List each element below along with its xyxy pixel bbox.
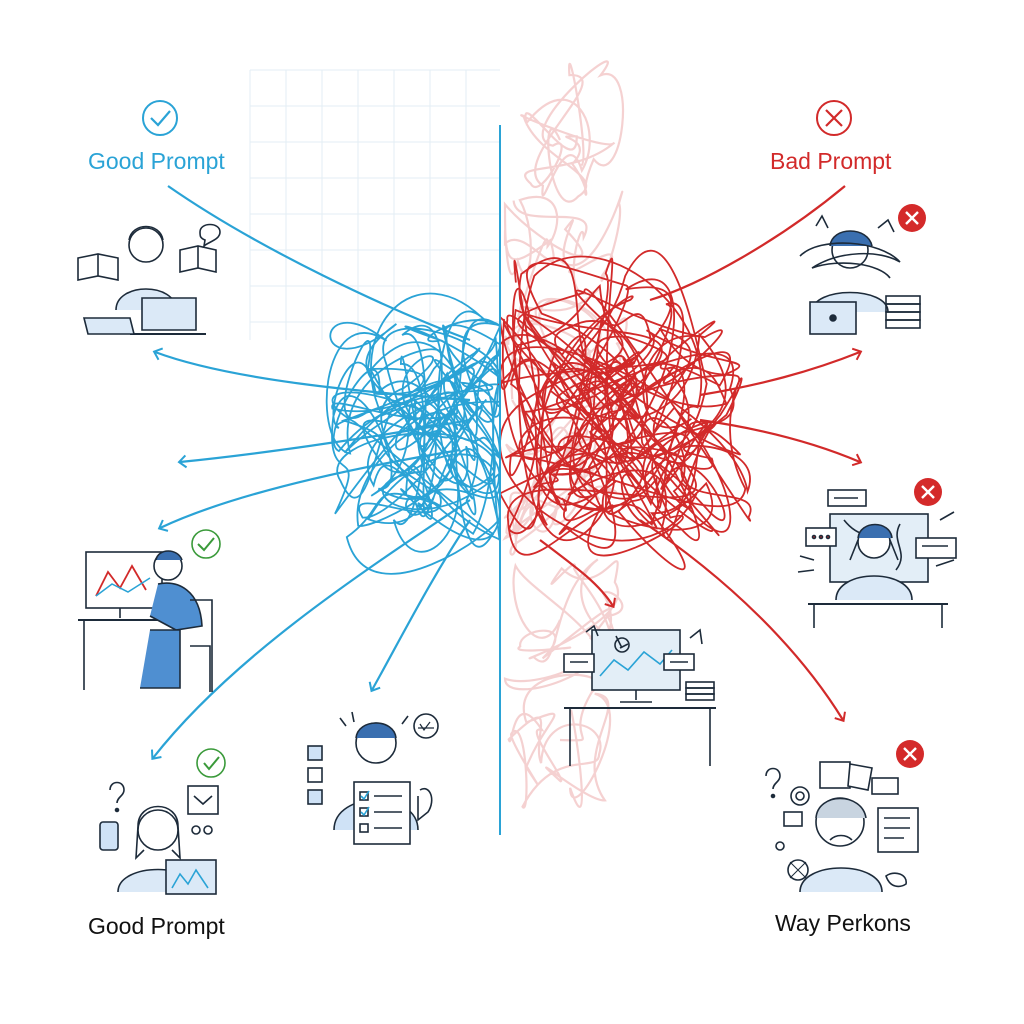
bad-prompt-caption: Way Perkons [775, 910, 911, 936]
background-grid [249, 69, 500, 340]
arrow-bad-3 [539, 539, 616, 609]
bad-prompt-tangle [497, 250, 752, 571]
arrow-bad-4 [639, 519, 846, 723]
arrow-bad-top [649, 185, 846, 302]
figure-stressed-person [799, 204, 926, 335]
arrow-good-4 [150, 499, 471, 760]
arrow-good-2 [177, 418, 471, 469]
figure-person-at-computer [78, 529, 221, 692]
figure-confused-person [765, 740, 924, 893]
good-prompt-caption: Good Prompt [88, 913, 225, 939]
figure-person-with-checklist [307, 711, 439, 845]
bad-arrows [539, 185, 863, 723]
good-prompt-title: Good Prompt [88, 148, 225, 174]
arrow-good-top [167, 185, 471, 342]
check-circle-icon [142, 100, 178, 136]
arrow-bad-2 [699, 418, 863, 467]
figure-cluttered-desk [563, 624, 716, 766]
good-arrows [150, 185, 471, 760]
figure-person-with-phone [99, 748, 226, 895]
arrow-good-3 [157, 448, 461, 532]
figure-person-reading [77, 223, 221, 335]
figure-overwhelmed-person [797, 478, 957, 628]
bad-prompt-title: Bad Prompt [770, 148, 892, 174]
arrow-bad-1 [699, 347, 863, 397]
good-prompt-tangle [325, 292, 502, 575]
arrow-good-1 [152, 347, 471, 402]
cross-circle-icon [816, 100, 852, 136]
arrow-good-5 [368, 519, 471, 693]
